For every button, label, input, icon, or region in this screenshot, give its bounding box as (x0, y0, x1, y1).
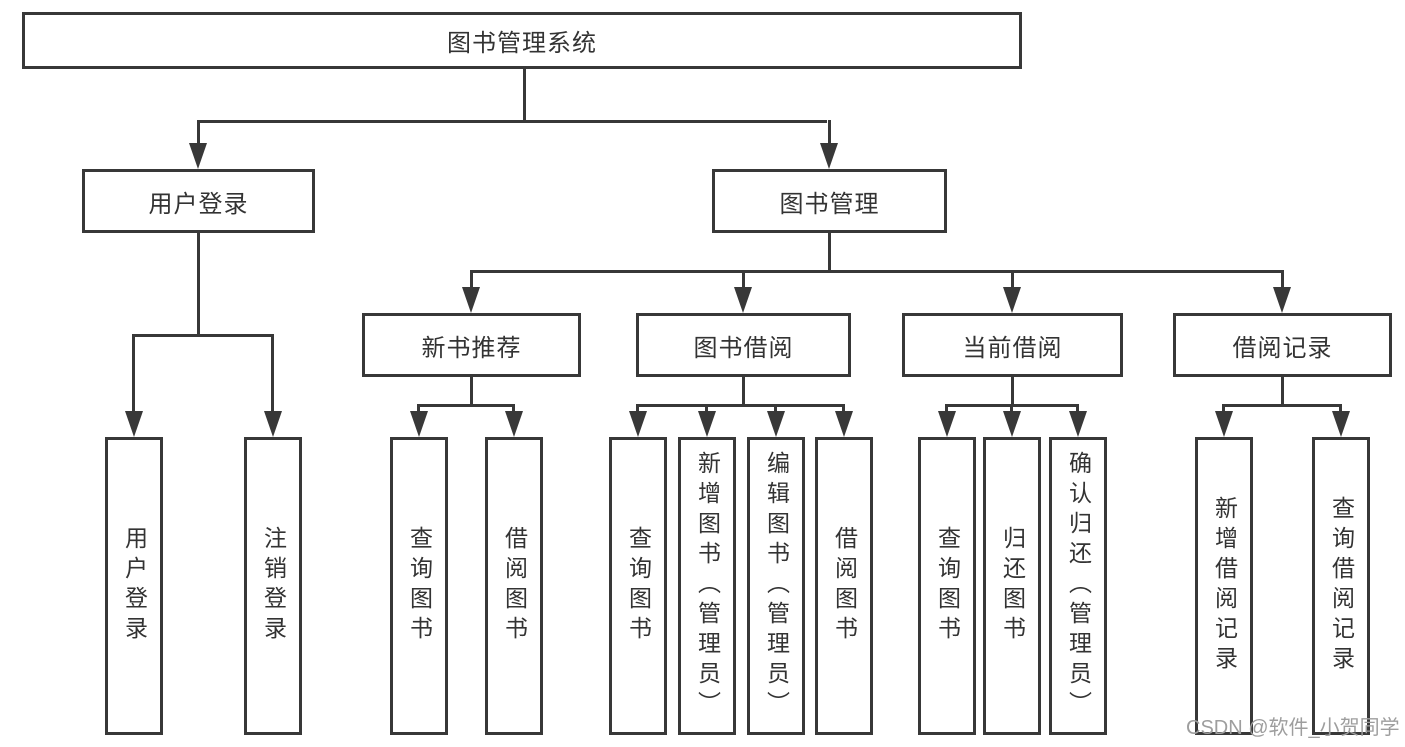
connector-line (828, 120, 831, 147)
leaf-query-borrow-record: 查询借阅记录 (1312, 437, 1370, 735)
node-new-book-recommend: 新书推荐 (362, 313, 581, 377)
connector-line (512, 404, 515, 415)
connector-arrowhead (1273, 287, 1291, 313)
leaf-user-login: 用户登录 (105, 437, 163, 735)
connector-line (1223, 404, 1342, 407)
connector-arrowhead (264, 411, 282, 437)
connector-arrowhead (125, 411, 143, 437)
connector-arrowhead (462, 287, 480, 313)
connector-line (774, 404, 777, 415)
leaf-query-books-recommend-label: 查询图书 (406, 526, 433, 646)
csdn-watermark: CSDN @软件_小贺同学 (1186, 717, 1400, 739)
node-root: 图书管理系统 (22, 12, 1022, 69)
connector-line (828, 233, 831, 272)
leaf-add-book-admin: 新增图书（管理员） (678, 437, 736, 735)
connector-line (1010, 404, 1013, 415)
connector-arrowhead (1003, 287, 1021, 313)
leaf-query-books-borrowing: 查询图书 (609, 437, 667, 735)
connector-arrowhead (1069, 411, 1087, 437)
connector-arrowhead (767, 411, 785, 437)
leaf-borrow-books-recommend-label: 借阅图书 (501, 526, 528, 646)
leaf-add-book-admin-label: 新增图书（管理员） (694, 451, 721, 721)
connector-line (705, 404, 708, 415)
node-book-management: 图书管理 (712, 169, 947, 233)
node-borrowing-records-label: 借阅记录 (1232, 334, 1333, 362)
connector-arrowhead (1003, 411, 1021, 437)
connector-line (842, 404, 845, 415)
leaf-confirm-return-admin: 确认归还（管理员） (1049, 437, 1107, 735)
connector-line (945, 404, 948, 415)
connector-line (1011, 270, 1014, 290)
connector-line (1339, 404, 1342, 415)
node-user-login: 用户登录 (82, 169, 315, 233)
connector-arrowhead (505, 411, 523, 437)
connector-arrowhead (835, 411, 853, 437)
leaf-add-borrow-record-label: 新增借阅记录 (1211, 496, 1238, 676)
connector-line (197, 120, 827, 123)
connector-line (271, 334, 274, 413)
connector-line (418, 404, 515, 407)
leaf-query-books-recommend: 查询图书 (390, 437, 448, 735)
leaf-edit-book-admin-label: 编辑图书（管理员） (763, 451, 790, 721)
connector-arrowhead (820, 143, 838, 169)
node-book-borrowing: 图书借阅 (636, 313, 851, 377)
node-book-management-label: 图书管理 (779, 190, 880, 218)
connector-arrowhead (629, 411, 647, 437)
leaf-confirm-return-admin-label: 确认归还（管理员） (1065, 451, 1092, 721)
connector-arrowhead (410, 411, 428, 437)
leaf-logout-label: 注销登录 (260, 526, 287, 646)
connector-line (470, 270, 1284, 273)
connector-line (1011, 377, 1014, 406)
connector-arrowhead (698, 411, 716, 437)
connector-line (1281, 270, 1284, 290)
node-user-login-label: 用户登录 (148, 190, 249, 218)
connector-arrowhead (938, 411, 956, 437)
node-book-borrowing-label: 图书借阅 (693, 334, 794, 362)
leaf-logout: 注销登录 (244, 437, 302, 735)
leaf-add-borrow-record: 新增借阅记录 (1195, 437, 1253, 735)
connector-arrowhead (1215, 411, 1233, 437)
connector-arrowhead (734, 287, 752, 313)
node-current-borrowing: 当前借阅 (902, 313, 1123, 377)
connector-line (1222, 404, 1225, 415)
node-root-label: 图书管理系统 (447, 30, 597, 57)
connector-line (470, 377, 473, 406)
node-current-borrowing-label: 当前借阅 (962, 334, 1063, 362)
leaf-query-books-current-label: 查询图书 (934, 526, 961, 646)
leaf-query-books-borrowing-label: 查询图书 (625, 526, 652, 646)
connector-line (470, 270, 473, 290)
connector-line (1076, 404, 1079, 415)
leaf-borrow-books-recommend: 借阅图书 (485, 437, 543, 735)
connector-line (132, 334, 135, 413)
leaf-borrow-books: 借阅图书 (815, 437, 873, 735)
connector-line (417, 404, 420, 415)
connector-line (636, 404, 639, 415)
leaf-borrow-books-label: 借阅图书 (831, 526, 858, 646)
connector-line (637, 404, 845, 407)
connector-line (133, 334, 274, 337)
connector-line (523, 69, 526, 122)
connector-arrowhead (1332, 411, 1350, 437)
node-borrowing-records: 借阅记录 (1173, 313, 1392, 377)
connector-line (742, 377, 745, 406)
connector-line (1281, 377, 1284, 406)
node-new-book-recommend-label: 新书推荐 (421, 334, 522, 362)
leaf-query-books-current: 查询图书 (918, 437, 976, 735)
leaf-query-borrow-record-label: 查询借阅记录 (1328, 496, 1355, 676)
connector-line (197, 120, 200, 147)
leaf-edit-book-admin: 编辑图书（管理员） (747, 437, 805, 735)
leaf-user-login-label: 用户登录 (121, 526, 148, 646)
connector-line (197, 233, 200, 336)
leaf-return-books-label: 归还图书 (999, 526, 1026, 646)
connector-arrowhead (189, 143, 207, 169)
connector-line (742, 270, 745, 290)
leaf-return-books: 归还图书 (983, 437, 1041, 735)
